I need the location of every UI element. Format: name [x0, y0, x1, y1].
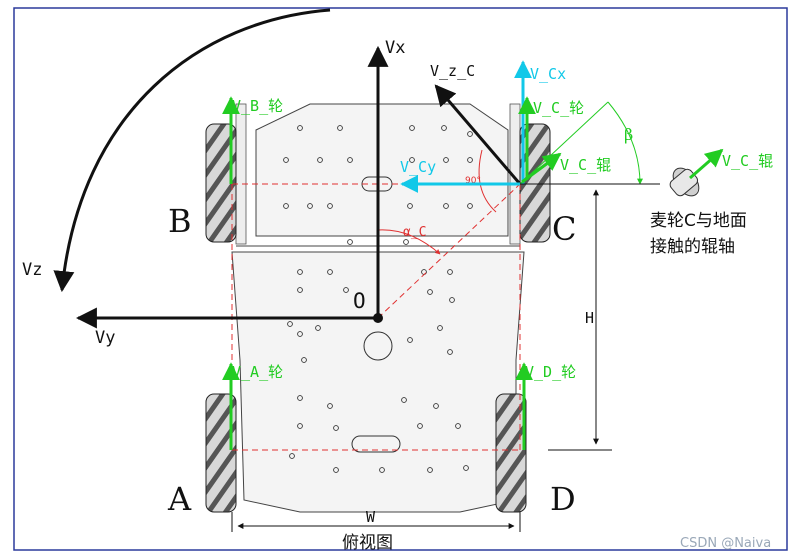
v-c-roller-side-arrow — [689, 148, 724, 180]
mounting-hole — [343, 287, 349, 293]
mounting-hole — [449, 297, 455, 303]
mounting-hole — [467, 203, 473, 209]
v-c-roller-label: V_C_辊 — [560, 156, 611, 174]
mounting-hole — [433, 403, 439, 409]
mounting-hole — [297, 287, 303, 293]
beta-ref-line — [519, 101, 609, 185]
mounting-hole — [333, 425, 339, 431]
mounting-hole — [455, 423, 461, 429]
mounting-hole — [337, 125, 343, 131]
beta-arc — [607, 101, 643, 185]
mounting-hole — [407, 203, 413, 209]
mounting-hole — [427, 467, 433, 473]
alpha-label: α_C — [403, 225, 426, 240]
wheel-d — [495, 393, 527, 513]
mounting-hole — [347, 157, 353, 163]
mounting-hole — [409, 157, 415, 163]
wheel-d-label: D — [550, 480, 576, 518]
mounting-hole — [403, 239, 409, 245]
v-cy-label: V_Cy — [400, 158, 436, 176]
mounting-hole — [463, 465, 469, 471]
v-c-roller-arrow — [521, 152, 562, 184]
dim-w-label: W — [366, 508, 376, 526]
outer-frame — [13, 7, 788, 551]
origin-point — [373, 313, 383, 323]
v-c-wheel-label: V_C_轮 — [533, 99, 584, 117]
v-cx-label: V_Cx — [530, 65, 566, 83]
v-b-wheel-label: V_B_轮 — [232, 97, 283, 115]
watermark: CSDN @Naiva — [680, 536, 771, 551]
mounting-hole — [427, 289, 433, 295]
vz-c-label: V_z_C — [430, 62, 475, 80]
mounting-hole — [297, 395, 303, 401]
vz-c-arrow — [434, 84, 522, 185]
vx-label: Vx — [385, 38, 405, 58]
wheel-a-label: A — [167, 480, 192, 518]
v-a-wheel-label: V_A_轮 — [232, 363, 283, 381]
mounting-hole — [409, 125, 415, 131]
mounting-hole — [297, 331, 303, 337]
mounting-hole — [417, 423, 423, 429]
mounting-hole — [283, 157, 289, 163]
mounting-hole — [447, 269, 453, 275]
mounting-hole — [441, 125, 447, 131]
wheel-c-label: C — [552, 210, 576, 248]
mounting-hole — [307, 203, 313, 209]
mounting-hole — [467, 131, 473, 137]
mounting-hole — [315, 325, 321, 331]
center-hole — [363, 331, 393, 361]
v-d-wheel-label: V_D_轮 — [525, 363, 576, 381]
mounting-hole — [283, 203, 289, 209]
mounting-hole — [401, 397, 407, 403]
dim-h-label: H — [585, 309, 594, 327]
mounting-hole — [317, 157, 323, 163]
mounting-hole — [287, 321, 293, 327]
mounting-hole — [443, 203, 449, 209]
vz-label: Vz — [22, 260, 42, 280]
mounting-hole — [297, 269, 303, 275]
mounting-hole — [327, 403, 333, 409]
mounting-hole — [443, 157, 449, 163]
vz-rotation-arc — [53, 8, 331, 293]
mounting-hole — [447, 349, 453, 355]
mounting-hole — [437, 325, 443, 331]
alpha-arc — [377, 229, 441, 255]
v-c-roller-side-label: V_C_辊 — [722, 152, 773, 170]
mounting-hole — [347, 239, 353, 245]
angle-90-label: 90° — [465, 176, 481, 186]
wheel-b-label: B — [168, 202, 192, 240]
mounting-hole — [407, 337, 413, 343]
note-line-1: 麦轮C与地面 — [650, 211, 747, 231]
caption: 俯视图 — [342, 533, 393, 553]
mounting-hole — [333, 467, 339, 473]
center-to-c-line — [377, 183, 521, 319]
wheel-b — [205, 123, 237, 243]
mounting-hole — [327, 203, 333, 209]
mounting-holes — [283, 125, 473, 473]
slot-hole — [351, 435, 401, 453]
mounting-hole — [327, 269, 333, 275]
mounting-hole — [301, 357, 307, 363]
mounting-hole — [297, 125, 303, 131]
mounting-hole — [297, 423, 303, 429]
vy-label: Vy — [95, 328, 115, 348]
note-line-2: 接触的辊轴 — [650, 237, 735, 257]
axle-bar-top — [235, 103, 247, 245]
beta-label: β — [624, 125, 633, 144]
mounting-hole — [289, 453, 295, 459]
origin-label: O — [353, 289, 366, 313]
mounting-hole — [467, 157, 473, 163]
mounting-hole — [379, 467, 385, 473]
wheel-a — [205, 393, 237, 513]
upper-plate — [255, 103, 509, 237]
